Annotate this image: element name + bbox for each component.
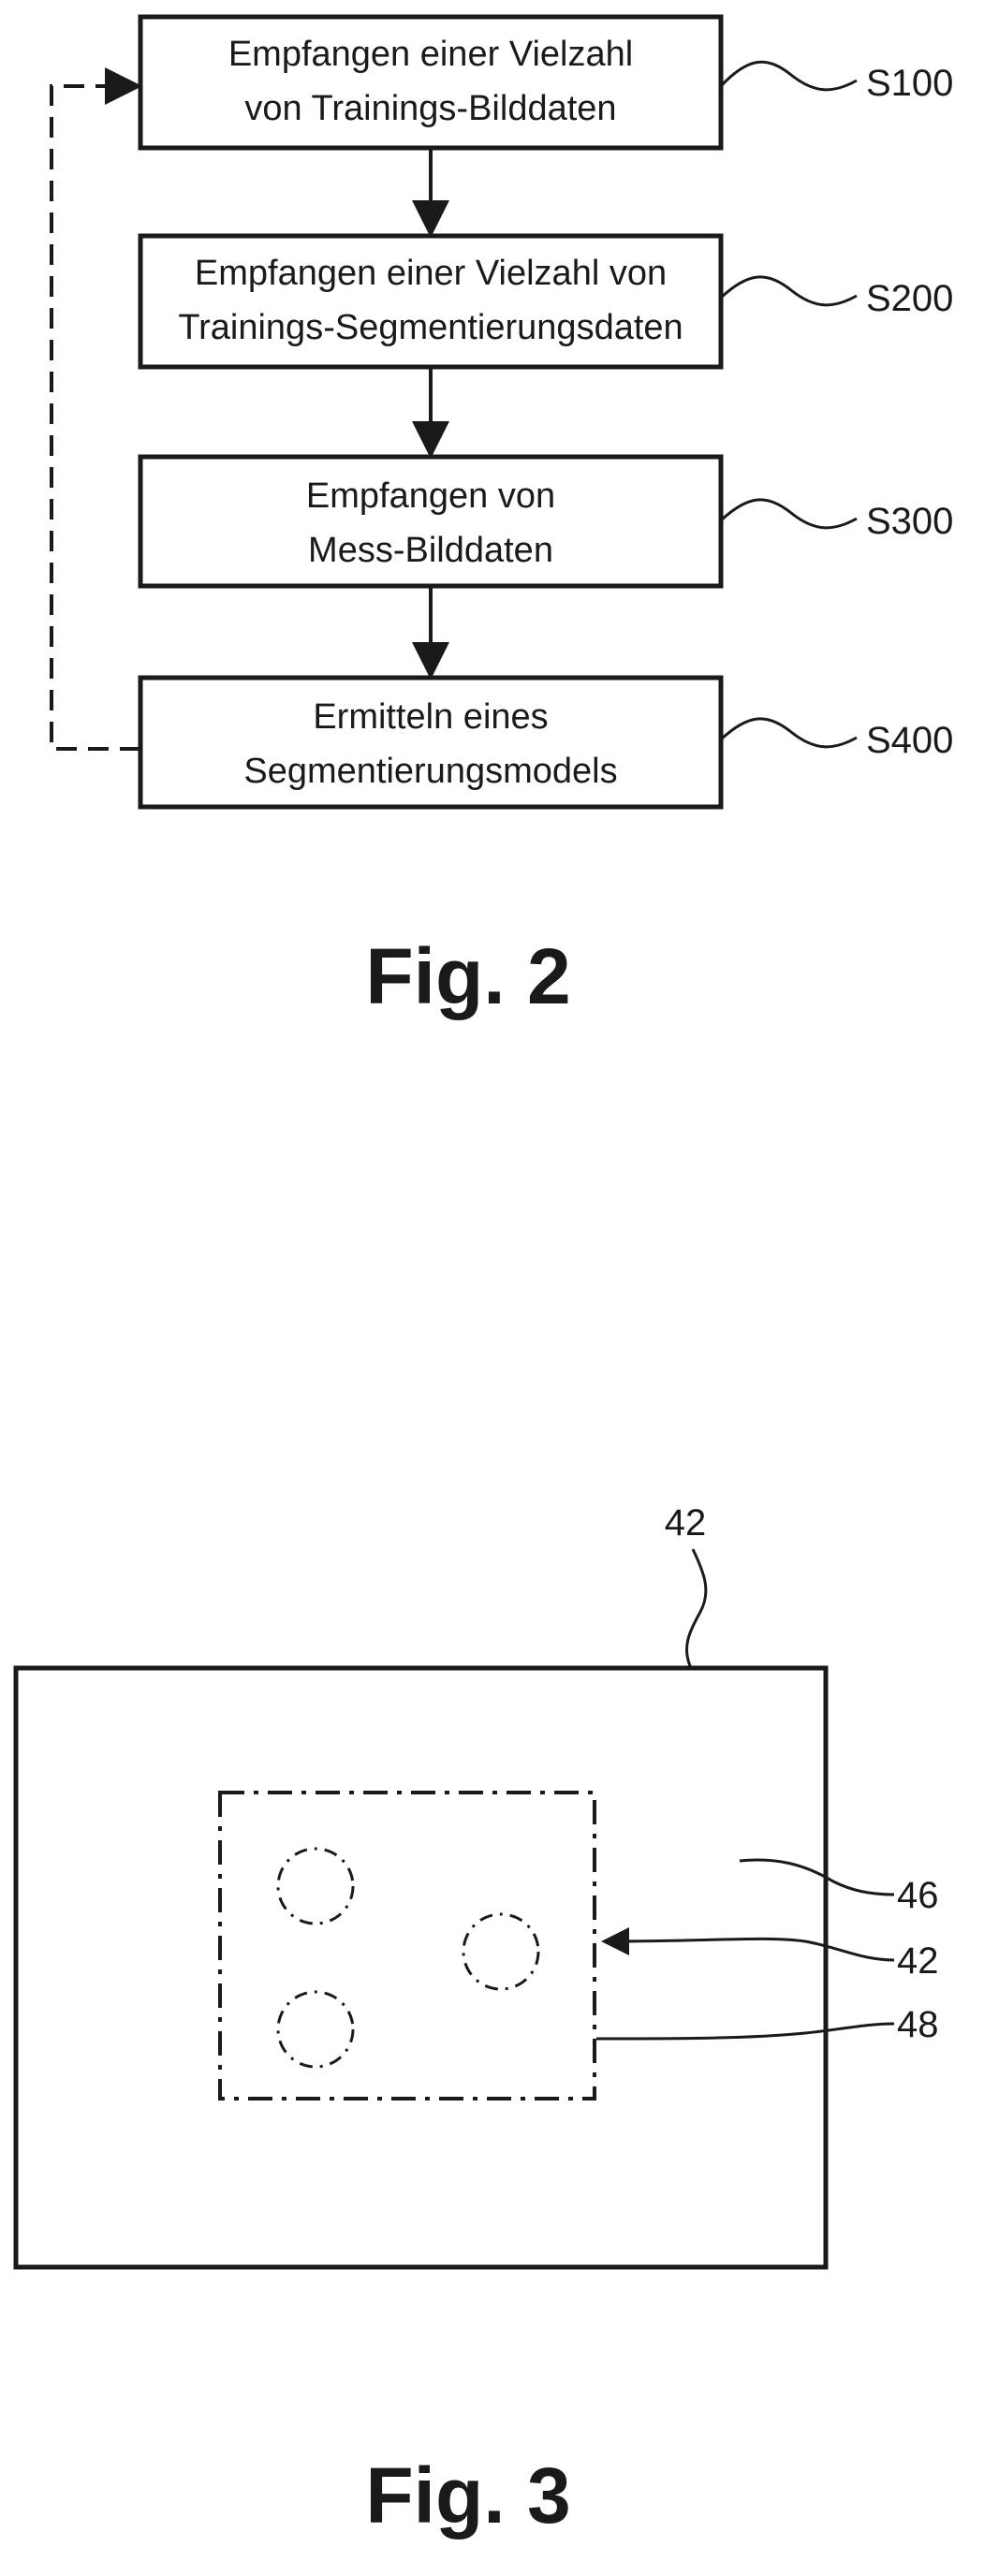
leader-s400: [721, 719, 857, 747]
step-label-s300: S300: [866, 501, 953, 542]
step-s100-line1: Empfangen einer Vielzahl: [228, 35, 633, 74]
step-s400-line2: Segmentierungsmodels: [243, 752, 617, 791]
step-label-s400: S400: [866, 720, 953, 761]
step-label-s100: S100: [866, 63, 953, 104]
figure-3-caption: Fig. 3: [365, 2452, 570, 2539]
feedback-loop-dashed: [51, 86, 140, 749]
step-s100-line2: von Trainings-Bilddaten: [244, 89, 616, 128]
step-s300-line1: Empfangen von: [306, 476, 555, 516]
figure-3: 42 46 42 48 Fig. 3: [16, 1502, 939, 2539]
step-box-s200: Empfangen einer Vielzahl von Trainings-S…: [140, 236, 721, 367]
outer-image-frame: [16, 1668, 826, 2267]
figure-2-caption: Fig. 2: [365, 932, 570, 1020]
leader-outer: [686, 1549, 705, 1668]
leader-s200: [721, 277, 857, 305]
step-s200-line2: Trainings-Segmentierungsdaten: [178, 308, 683, 347]
step-s200-line1: Empfangen einer Vielzahl von: [195, 254, 667, 293]
step-box-s300: Empfangen von Mess-Bilddaten: [140, 457, 721, 586]
ref-label-region: 42: [897, 1940, 939, 1982]
flowchart: Empfangen einer Vielzahl von Trainings-B…: [51, 17, 953, 1020]
step-box-s100: Empfangen einer Vielzahl von Trainings-B…: [140, 17, 721, 148]
step-box-s400: Ermitteln eines Segmentierungsmodels: [140, 678, 721, 807]
ref-label-border: 48: [897, 2004, 939, 2045]
step-s300-line2: Mess-Bilddaten: [308, 531, 553, 570]
ref-label-outer: 42: [665, 1502, 707, 1544]
leader-s300: [721, 500, 857, 528]
step-s400-line1: Ermitteln eines: [313, 697, 548, 737]
step-label-s200: S200: [866, 278, 953, 319]
leader-s100: [721, 62, 857, 90]
ref-label-area: 46: [897, 1875, 939, 1916]
